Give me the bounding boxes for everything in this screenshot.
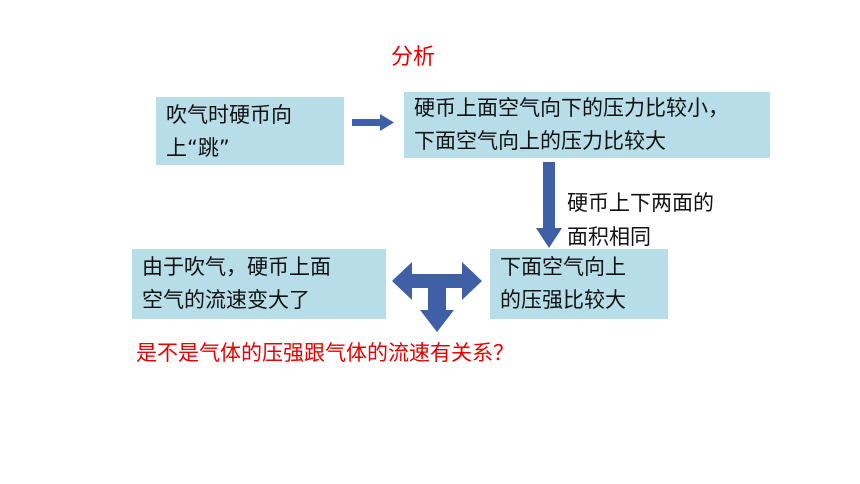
- question-text: 是不是气体的压强跟气体的流速有关系？: [136, 341, 514, 365]
- right-arrow-icon: [352, 114, 394, 131]
- analysis-title: 分析: [391, 45, 436, 70]
- box-lower-pressure-line-1: 下面空气向上: [500, 255, 626, 279]
- box-lower-pressure: 下面空气向上 的压强比较大: [490, 249, 668, 319]
- side-note-line-1: 硬币上下两面的: [567, 191, 714, 215]
- box-airflow-speed-line-1: 由于吹气，硬币上面: [142, 255, 331, 279]
- box-lower-pressure-line-2: 的压强比较大: [500, 288, 626, 312]
- box-coin-jumps: 吹气时硬币向 上“跳”: [156, 97, 344, 165]
- box-coin-jumps-line-1: 吹气时硬币向: [166, 103, 292, 127]
- box-pressure-comparison-line-1: 硬币上面空气向下的压力比较小，: [414, 96, 729, 120]
- side-note-line-2: 面积相同: [567, 225, 651, 249]
- down-arrow-icon: [536, 162, 562, 248]
- box-airflow-speed: 由于吹气，硬币上面 空气的流速变大了: [132, 249, 386, 319]
- box-pressure-comparison: 硬币上面空气向下的压力比较小， 下面空气向上的压力比较大: [404, 92, 770, 158]
- box-airflow-speed-line-2: 空气的流速变大了: [142, 288, 310, 312]
- side-note: 硬币上下两面的 面积相同: [567, 186, 714, 254]
- box-coin-jumps-line-2: 上“跳”: [166, 136, 230, 160]
- t-arrow-icon: [392, 262, 482, 332]
- box-pressure-comparison-line-2: 下面空气向上的压力比较大: [414, 129, 666, 153]
